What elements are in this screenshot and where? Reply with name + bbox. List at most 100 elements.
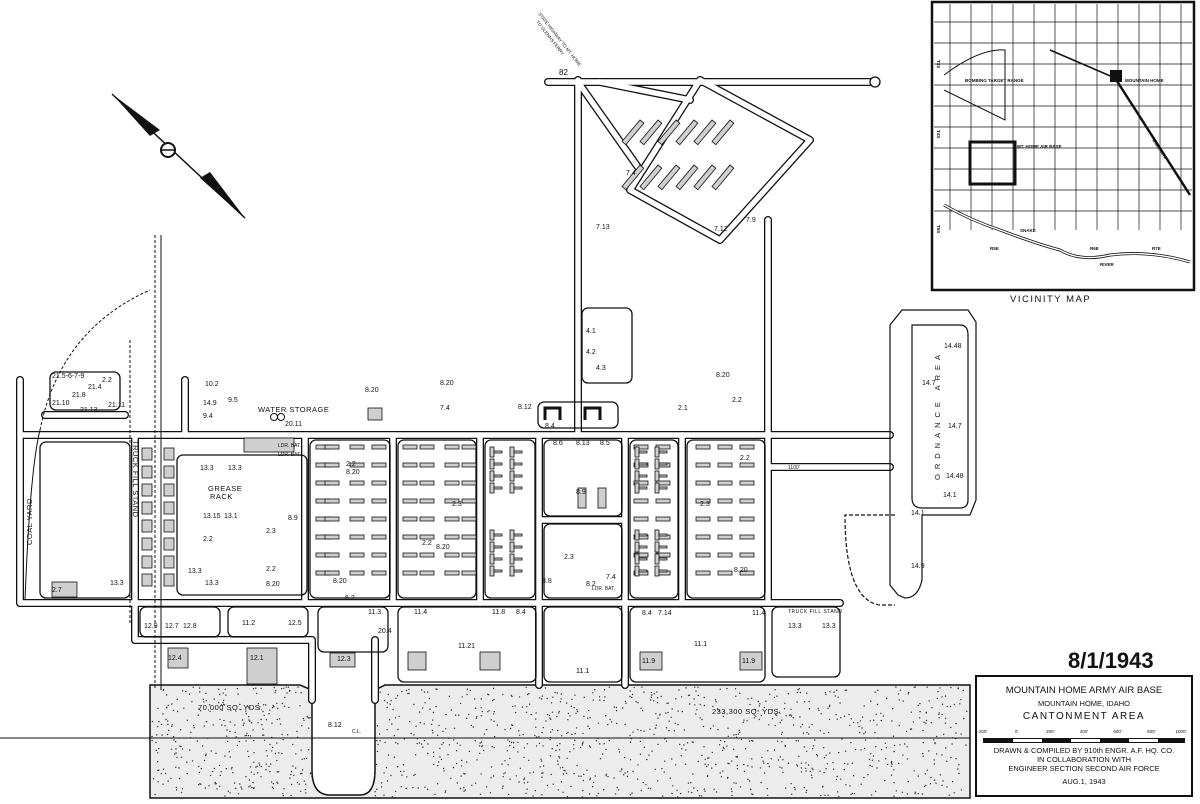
building xyxy=(513,486,523,490)
building xyxy=(739,516,755,522)
building xyxy=(371,570,387,576)
building xyxy=(489,553,495,565)
building-number-label: 8.20 xyxy=(436,544,450,551)
building-number-label: 11.8 xyxy=(492,609,505,616)
building xyxy=(717,444,733,450)
building xyxy=(509,541,515,553)
building xyxy=(407,651,427,671)
north-arrow-icon xyxy=(111,93,246,219)
building xyxy=(349,462,365,468)
building-number-label: 11.9 xyxy=(642,658,655,665)
building xyxy=(739,498,755,504)
building xyxy=(509,565,515,577)
road-network xyxy=(16,76,894,704)
building-number-label: 12.7 xyxy=(165,623,179,630)
building-number-label: 8.8 xyxy=(542,578,552,585)
building xyxy=(402,462,418,468)
building-number-label: 12.5 xyxy=(288,620,302,627)
label-road-length: 1100' xyxy=(788,465,800,471)
building xyxy=(717,462,733,468)
building xyxy=(163,555,175,569)
city-block xyxy=(629,606,766,683)
building xyxy=(163,501,175,515)
building xyxy=(349,480,365,486)
building xyxy=(634,541,640,553)
label-ordnance-area: ORDNANCE AREA xyxy=(933,350,942,480)
building-number-label: 13.3 xyxy=(205,580,219,587)
city-block xyxy=(317,606,389,653)
building xyxy=(489,470,495,482)
building xyxy=(444,498,460,504)
railroad-line xyxy=(1113,77,1192,196)
building-number-label: 7.12 xyxy=(714,226,728,233)
building xyxy=(658,450,668,454)
building xyxy=(638,569,648,573)
building-number-label: 21.5-6-7-9 xyxy=(52,373,84,380)
building-number-label: 11.9 xyxy=(742,658,755,665)
building xyxy=(163,447,175,461)
building xyxy=(461,444,477,450)
building xyxy=(634,553,640,565)
building-number-label: 4.2 xyxy=(586,349,596,356)
building xyxy=(633,552,649,558)
building xyxy=(695,480,711,486)
building xyxy=(513,450,523,454)
buildings xyxy=(51,119,763,685)
building-number-label: 13.3 xyxy=(188,568,202,575)
label-bat-1: LDR. BAT. xyxy=(278,443,301,449)
label-grease-rack: GREASE xyxy=(208,484,242,493)
building xyxy=(658,569,668,573)
building xyxy=(638,557,648,561)
building-number-label: 8.9 xyxy=(576,489,586,496)
building-number-label: 13.15 xyxy=(203,513,221,520)
building xyxy=(489,565,495,577)
building xyxy=(163,519,175,533)
scale-tick: 800' xyxy=(1147,729,1156,735)
building-number-label: 21.11 xyxy=(108,402,125,409)
building xyxy=(371,498,387,504)
building xyxy=(419,498,435,504)
building xyxy=(324,498,340,504)
building xyxy=(493,545,503,549)
scale-tick: 400' xyxy=(1079,729,1089,735)
building xyxy=(639,164,663,191)
building xyxy=(324,444,340,450)
building-number-label: 8.13 xyxy=(576,440,590,447)
building xyxy=(513,545,523,549)
city-block xyxy=(771,606,841,678)
building-number-label: 12.8 xyxy=(183,623,197,630)
building xyxy=(509,470,515,482)
building xyxy=(402,480,418,486)
building-number-label: 14.7 xyxy=(948,423,962,430)
building xyxy=(479,651,501,671)
blocks xyxy=(39,76,881,683)
label-coal-yard: COAL YARD xyxy=(25,498,34,545)
building xyxy=(246,647,278,685)
building xyxy=(695,444,711,450)
building xyxy=(633,480,649,486)
building xyxy=(402,444,418,450)
building xyxy=(711,119,735,146)
building-number-label: 8.20 xyxy=(266,581,280,588)
building xyxy=(371,552,387,558)
building xyxy=(639,119,663,146)
building xyxy=(489,541,495,553)
building xyxy=(658,474,668,478)
label-cl: C.L. xyxy=(352,729,361,735)
building xyxy=(141,501,153,515)
title-location: MOUNTAIN HOME, IDAHO xyxy=(1038,699,1130,709)
vm-label-r5e: R5E xyxy=(990,246,999,251)
building xyxy=(324,462,340,468)
building xyxy=(163,537,175,551)
building-number-label: 13.3 xyxy=(822,623,836,630)
vm-label-snake: SNAKE xyxy=(1020,228,1036,233)
building-number-label: 8.9 xyxy=(288,515,298,522)
vm-label-r7e: R7E xyxy=(1152,246,1161,251)
building xyxy=(657,119,681,146)
vicinity-map-caption: VICINITY MAP xyxy=(1010,294,1092,305)
building xyxy=(509,482,515,494)
building xyxy=(634,470,640,482)
ordnance-area xyxy=(844,309,977,606)
building xyxy=(493,533,503,537)
building-number-label: 13.3 xyxy=(110,580,124,587)
